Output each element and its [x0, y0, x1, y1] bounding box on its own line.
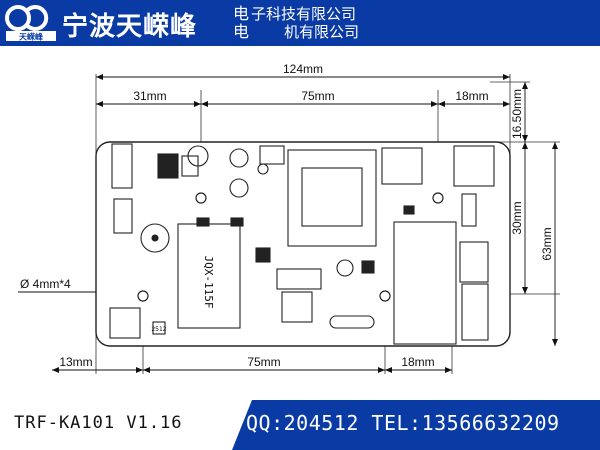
dim-overall-width: 124mm: [283, 62, 323, 76]
transformer-core: [301, 167, 363, 227]
transistor-1: [229, 148, 249, 168]
relay-right: [393, 221, 457, 345]
dim-overall-height: 63mm: [540, 227, 554, 260]
model-number: TRF-KA101 V1.16: [14, 413, 183, 433]
relay-left: [177, 223, 241, 329]
contact-info: QQ:204512 TEL:13566632209: [246, 411, 560, 435]
logo-text: 天嵘峰: [19, 32, 43, 42]
dim-bottom-left-offset: 13mm: [59, 355, 92, 369]
connector-top-left: [111, 143, 133, 189]
transistor-3: [336, 259, 354, 277]
footer-model-area: TRF-KA101 V1.16: [0, 400, 250, 450]
dimension-lines: [18, 74, 558, 373]
resistor-bottom: [329, 315, 375, 329]
dim-hole-spacing-top: 75mm: [301, 89, 334, 103]
connector-mid-left: [113, 198, 133, 234]
fuse: [461, 193, 477, 227]
dim-top-offset: 16.50mm: [510, 89, 524, 139]
ic-chip-4: [361, 260, 375, 274]
terminal-block-top: [453, 145, 495, 187]
company-suffix-line-2: 机有限公司: [284, 23, 360, 41]
dim-left-offset: 31mm: [133, 89, 166, 103]
chip-label-box: [152, 321, 166, 335]
dim-hole-spacing-vertical: 30mm: [510, 201, 524, 234]
terminal-block-bottom: [461, 283, 489, 341]
smd-part-2: [196, 217, 210, 227]
mounting-hole-bottom-left: [137, 290, 149, 302]
crystal: [187, 145, 209, 167]
smd-part-3: [230, 217, 244, 227]
header-banner: 天嵘峰 宁波天嵘峰 电 电 子科技有限公司 机有限公司: [0, 0, 600, 46]
ic-chip-3: [255, 247, 271, 263]
terminal-block-mid: [459, 241, 489, 283]
footer-contact-area: [232, 400, 600, 450]
company-name: 宁波天嵘峰: [62, 12, 198, 42]
company-suffix-line-1: 子科技有限公司: [251, 5, 357, 23]
dim-right-offset-top: 18mm: [455, 89, 488, 103]
company-suffix-char-1: 电: [233, 4, 250, 23]
mounting-hole-top-right: [432, 192, 444, 204]
smd-part-1: [403, 205, 415, 215]
mounting-hole-top-left: [195, 192, 207, 204]
footer-bar: TRF-KA101 V1.16 QQ:204512 TEL:1356663220…: [0, 400, 600, 450]
diode-block: [281, 291, 313, 323]
dim-hole-callout: Ø 4mm*4: [20, 277, 71, 291]
capacitor-top: [381, 147, 423, 185]
ic-chip-1: [157, 153, 179, 179]
buzzer-center: [151, 234, 159, 242]
mounting-holes: [137, 192, 444, 302]
company-logo: 天嵘峰: [5, 5, 56, 42]
small-component-2: [259, 145, 285, 165]
chip-label: 2512: [151, 326, 166, 333]
connector-bottom-left: [109, 307, 141, 339]
transformer: [287, 149, 377, 247]
mounting-hole-bottom-right: [379, 290, 391, 302]
buzzer: [140, 223, 170, 253]
dim-hole-spacing-bottom: 75mm: [247, 355, 280, 369]
transistor-2: [229, 178, 249, 198]
dim-right-offset-bottom: 18mm: [401, 355, 434, 369]
bridge-rectifier: [276, 268, 322, 290]
board-dimension-drawing: 124mm 31mm 75mm 18mm 16.50mm 30mm 63mm Ø…: [18, 62, 560, 374]
board-components: [109, 143, 495, 345]
relay-label: JQX-115F: [202, 256, 215, 309]
company-suffix-char-2: 电: [233, 22, 250, 41]
